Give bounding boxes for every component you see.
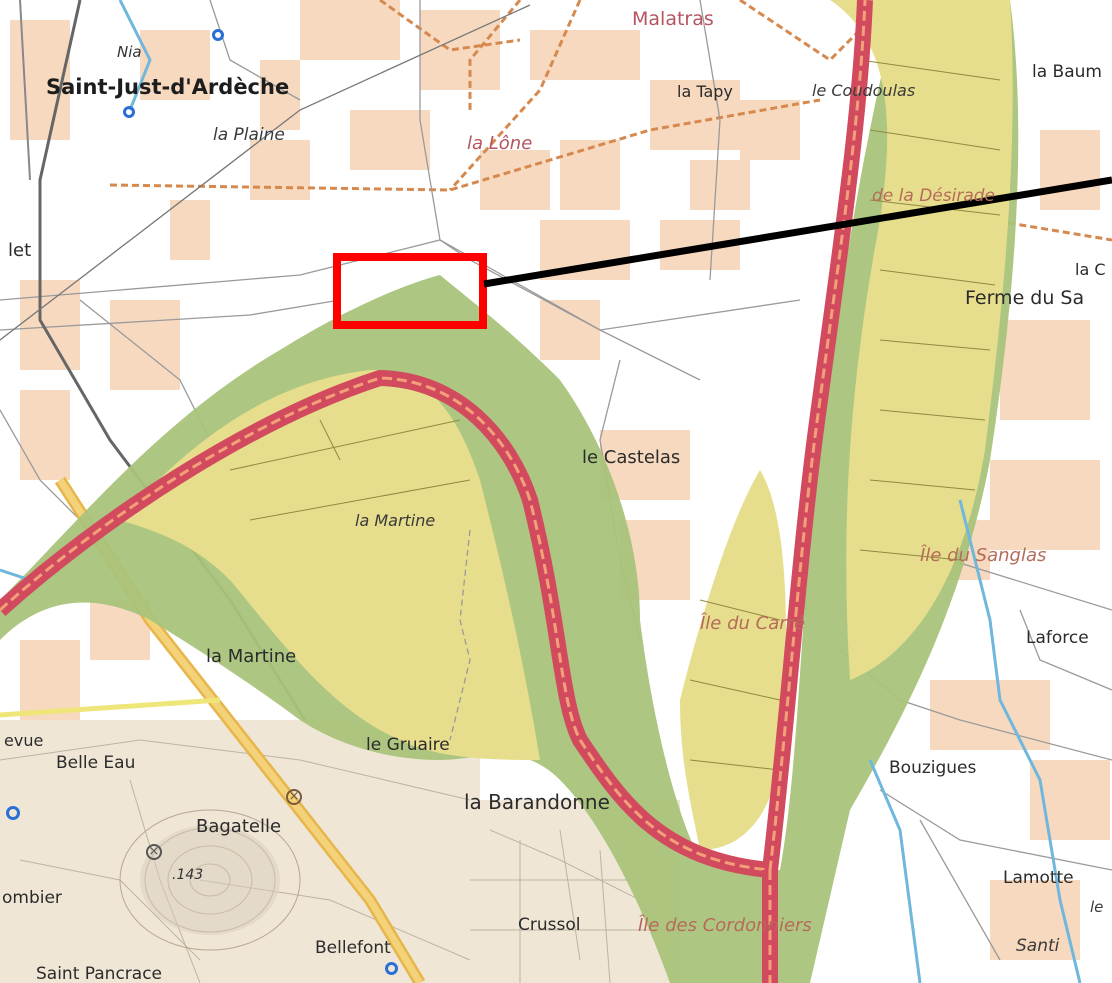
boundary-lines	[109, 0, 1112, 242]
label-la-martine: la Martine	[206, 646, 297, 667]
riverbank-area	[0, 0, 1019, 983]
leader-line	[483, 176, 1112, 288]
river	[0, 0, 873, 983]
label-crussol: Crussol	[518, 915, 581, 935]
monument-icon: ×	[146, 844, 162, 860]
label-la-barandonne: la Barandonne	[464, 790, 610, 814]
bus-stop-icon[interactable]	[123, 106, 135, 118]
label-belle-eau: Belle Eau	[56, 753, 136, 773]
label-ferme-du-sa: Ferme du Sa	[965, 287, 1085, 309]
label-le-castelas: le Castelas	[582, 447, 681, 468]
label-santi: Santi	[1016, 936, 1060, 956]
bus-stop-icon[interactable]	[6, 806, 20, 820]
field-patches	[10, 0, 1110, 960]
label-ile-du-sanglas: Île du Sanglas	[920, 545, 1047, 566]
highlight-box	[333, 253, 487, 329]
label-elevation: .143	[172, 867, 204, 883]
label-la-plaine: la Plaine	[213, 125, 285, 145]
label-la-tapy: la Tapy	[677, 82, 733, 101]
label-bellefont: Bellefont	[315, 938, 391, 958]
label-le-coudoulas: le Coudoulas	[812, 81, 916, 100]
floodplain-la-martine	[120, 370, 540, 760]
label-le: le	[1090, 898, 1104, 916]
label-lamotte: Lamotte	[1003, 868, 1074, 888]
label-ile-du-carre: Île du Carré	[700, 613, 806, 634]
label-la-baume: la Baum	[1032, 62, 1102, 82]
floodplain-ile-du-carre	[680, 470, 786, 850]
power-line	[0, 4, 531, 341]
label-de-la-desirade: de la Désirade	[872, 186, 995, 206]
urban-area	[0, 720, 680, 983]
label-evue: evue	[4, 731, 44, 750]
floodplain-ile-du-sanglas	[830, 0, 1013, 680]
label-saint-pancrace: Saint Pancrace	[36, 964, 163, 983]
label-bagatelle: Bagatelle	[196, 816, 282, 837]
label-la-martine-floodplain: la Martine	[355, 511, 436, 530]
label-saint-just-dardeche: Saint-Just-d'Ardèche	[46, 75, 290, 99]
label-let: let	[8, 240, 32, 261]
label-ombier: ombier	[2, 888, 62, 908]
bus-stop-icon[interactable]	[385, 962, 398, 975]
label-nia: Nia	[117, 43, 142, 61]
label-la-lone: la Lône	[467, 133, 533, 154]
bus-stop-icon[interactable]	[212, 29, 224, 41]
label-le-gruaire: le Gruaire	[366, 735, 450, 755]
label-malatras: Malatras	[632, 8, 714, 30]
label-laforce: Laforce	[1026, 628, 1089, 648]
label-bouzigues: Bouzigues	[889, 758, 977, 778]
water-channels	[0, 0, 1082, 983]
label-la-c: la C	[1075, 260, 1106, 279]
monument-icon: ×	[286, 789, 302, 805]
label-ile-des-cordonniers: Île des Cordonniers	[638, 915, 812, 936]
